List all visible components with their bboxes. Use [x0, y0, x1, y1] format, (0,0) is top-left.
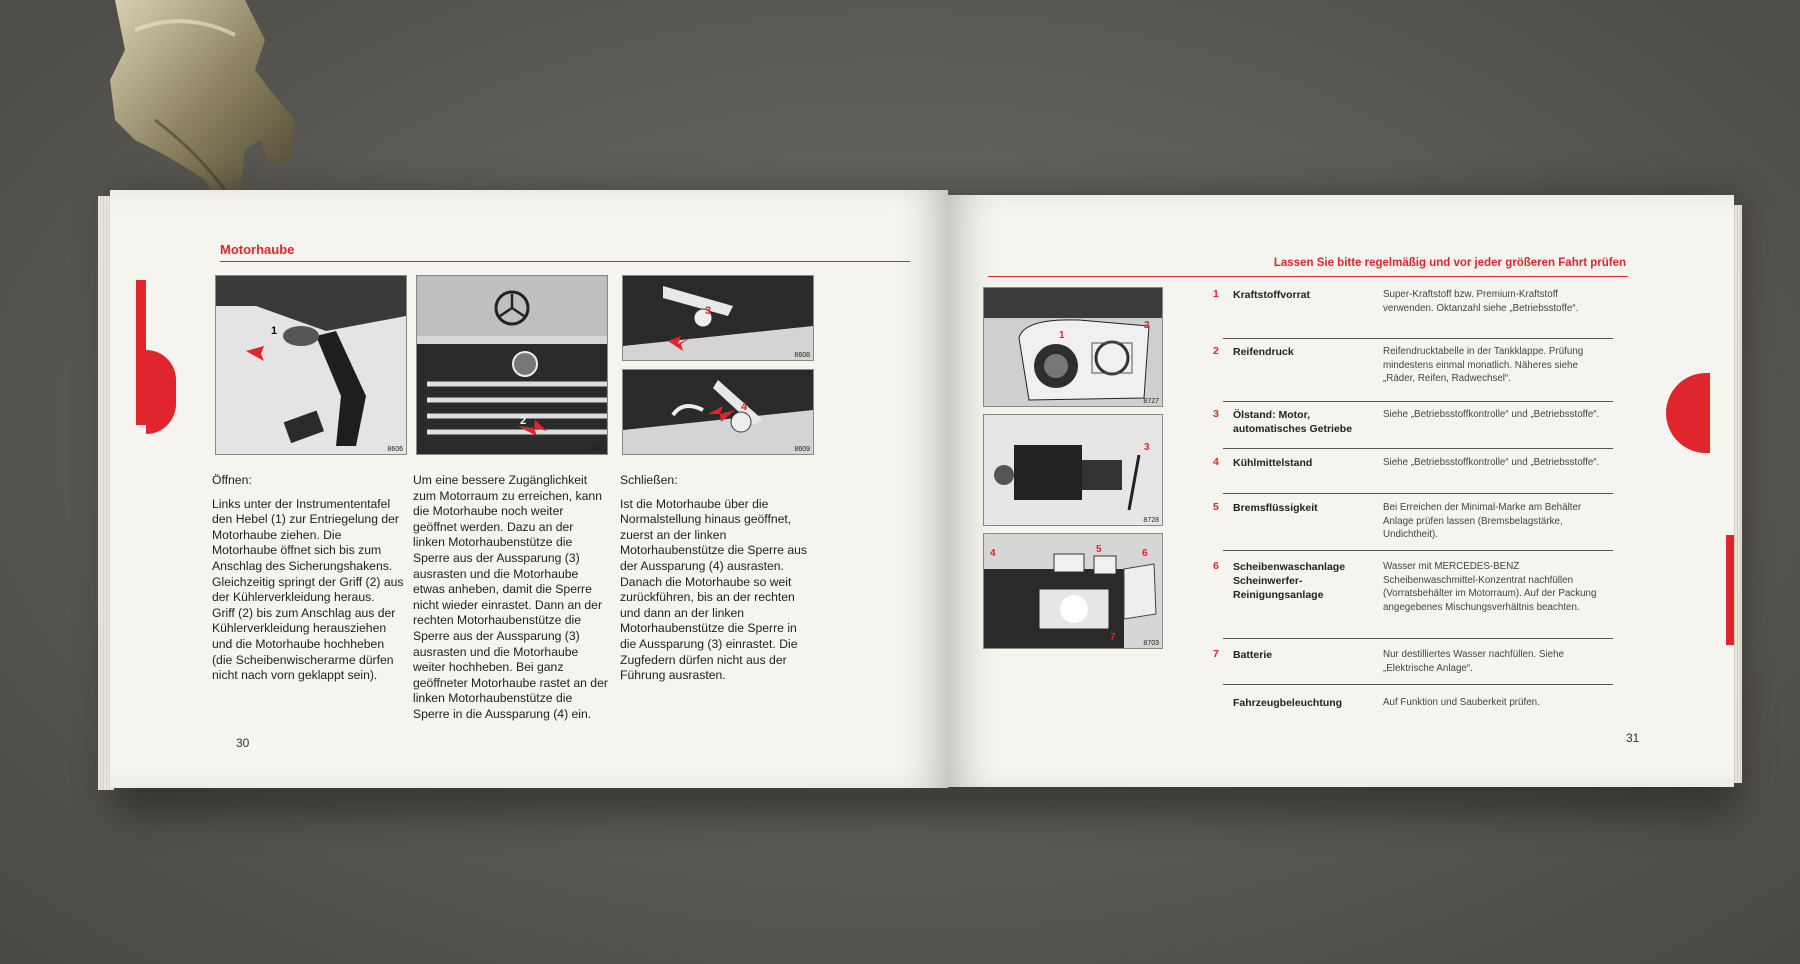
callout-1: 1 — [271, 325, 277, 337]
text-column-close: Schließen: Ist die Motorhaube über die N… — [620, 473, 815, 684]
callout-2: 2 — [1144, 320, 1150, 331]
row-divider — [1223, 638, 1613, 639]
callout-7: 7 — [1110, 632, 1116, 643]
photo-hinge-recess-3: 3 8608 — [622, 275, 814, 361]
row-divider — [1223, 550, 1613, 551]
brass-hand-paperweight-icon — [110, 0, 295, 205]
paragraph: Links unter der Instrumententafel den He… — [212, 496, 404, 605]
row-description: Nur destilliertes Wasser nachfüllen. Sie… — [1383, 649, 1564, 674]
row-description: Auf Funktion und Sauberkeit prüfen. — [1383, 697, 1540, 708]
header-rule-left — [220, 261, 910, 262]
row-divider — [1223, 448, 1613, 449]
page-header-left: Motorhaube — [220, 242, 295, 257]
row-item: Batterie — [1233, 649, 1273, 661]
row-description: Super-Kraftstoff bzw. Premium-Kraftstoff… — [1383, 289, 1579, 314]
page-number-right: 31 — [1626, 731, 1640, 745]
row-description: Siehe „Betriebsstoffkontrolle“ und „Betr… — [1383, 457, 1600, 468]
photo-reservoirs-battery: 4 5 6 7 8703 — [983, 533, 1163, 649]
image-code: 8606 — [387, 446, 403, 453]
callout-4: 4 — [741, 401, 748, 413]
thumb-tab-strip — [136, 280, 146, 425]
left-page: Motorhaube 1 8606 — [110, 190, 948, 788]
subheading-close: Schließen: — [620, 473, 678, 487]
photo-fuel-filler: 1 2 8727 — [983, 287, 1163, 407]
image-code: 8703 — [1143, 640, 1159, 647]
callout-2: 2 — [520, 415, 526, 427]
checklist: 1 Kraftstoffvorrat Super-Kraftstoff bzw.… — [1213, 288, 1633, 728]
page-number-left: 30 — [236, 736, 250, 750]
image-code: 8609 — [794, 446, 810, 453]
row-item: Fahrzeugbeleuchtung — [1233, 697, 1343, 709]
row-description: Bei Erreichen der Minimal-Marke am Behäl… — [1383, 502, 1582, 540]
row-number: 4 — [1213, 456, 1219, 468]
photo-engine-dipstick: 3 8728 — [983, 414, 1163, 526]
image-code: 8608 — [794, 352, 810, 359]
photo-grille-handle: 2 8607 — [416, 275, 608, 455]
callout-3: 3 — [1144, 442, 1150, 453]
subheading-open: Öffnen: — [212, 473, 252, 487]
row-number: 3 — [1213, 408, 1219, 420]
row-description: Reifendrucktabelle in der Tankklappe. Pr… — [1383, 346, 1584, 384]
row-item: Scheibenwaschanlage Scheinwerfer-Reinigu… — [1233, 561, 1346, 601]
image-code: 8727 — [1143, 398, 1159, 405]
row-divider — [1223, 338, 1613, 339]
row-item: Kühlmittelstand — [1233, 457, 1313, 469]
row-description: Siehe „Betriebsstoffkontrolle“ und „Betr… — [1383, 409, 1600, 420]
row-divider — [1223, 684, 1613, 685]
row-item: Reifendruck — [1233, 346, 1294, 358]
row-number: 5 — [1213, 501, 1219, 513]
row-number: 7 — [1213, 648, 1219, 660]
page-header-right: Lassen Sie bitte regelmäßig und vor jede… — [1273, 257, 1626, 269]
row-item: Ölstand: Motor, automatisches Getriebe — [1233, 409, 1353, 435]
image-code: 8607 — [588, 446, 604, 453]
photo-hinge-recess-4: 4 8609 — [622, 369, 814, 455]
right-page: Lassen Sie bitte regelmäßig und vor jede… — [948, 195, 1734, 787]
header-rule-right — [988, 276, 1628, 277]
text-column-open: Öffnen: Links unter der Instrumententafe… — [212, 473, 404, 684]
text-column-further-open: Um eine bessere Zugänglichkeit zum Motor… — [413, 473, 608, 723]
image-code: 8728 — [1143, 517, 1159, 524]
row-item: Bremsflüssigkeit — [1233, 502, 1318, 514]
paragraph: Um eine bessere Zugänglichkeit zum Motor… — [413, 473, 608, 721]
callout-1: 1 — [1059, 330, 1065, 341]
row-description: Wasser mit MERCEDES-BENZ Scheibenwaschmi… — [1383, 561, 1597, 613]
paragraph: Ist die Motorhaube über die Normalstellu… — [620, 496, 807, 683]
callout-3: 3 — [705, 305, 711, 317]
callout-4: 4 — [990, 548, 996, 559]
thumb-tab-strip — [1726, 535, 1734, 645]
row-number: 1 — [1213, 288, 1219, 300]
row-divider — [1223, 401, 1613, 402]
page-stack-right — [1732, 205, 1742, 783]
callout-6: 6 — [1142, 548, 1148, 559]
photo-release-lever: 1 8606 — [215, 275, 407, 455]
thumb-tab-marker — [146, 350, 176, 434]
paragraph: Griff (2) bis zum Anschlag aus der Kühle… — [212, 605, 396, 683]
thumb-tab-marker — [1666, 373, 1710, 453]
row-divider — [1223, 493, 1613, 494]
row-number: 2 — [1213, 345, 1219, 357]
row-item: Kraftstoffvorrat — [1233, 289, 1311, 301]
callout-5: 5 — [1096, 544, 1102, 555]
row-number: 6 — [1213, 560, 1219, 572]
